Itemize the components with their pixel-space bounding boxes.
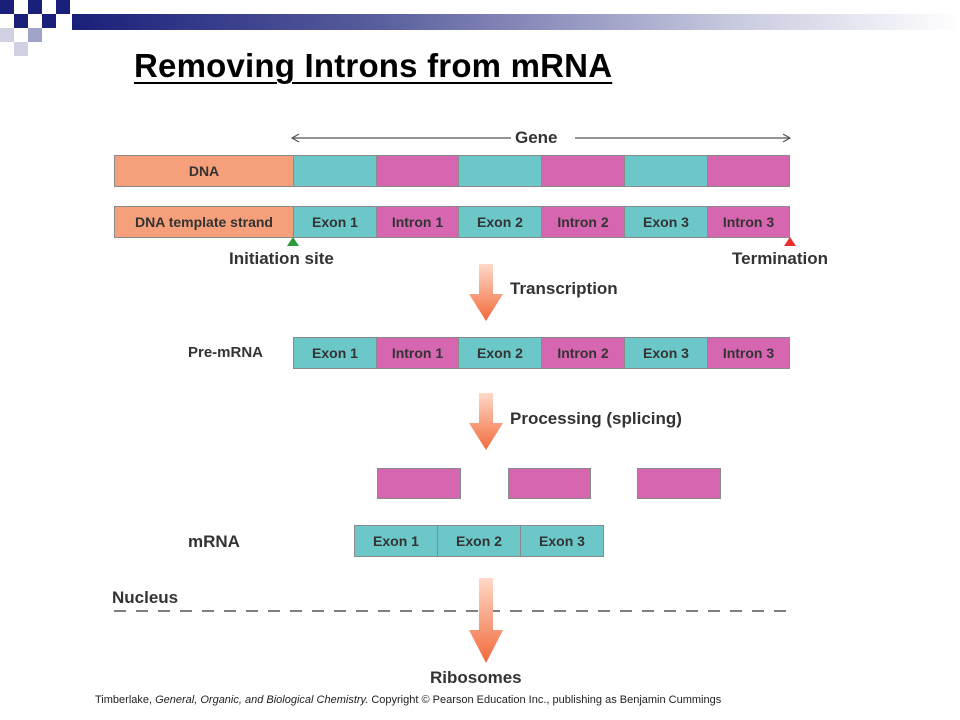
dna-segment-4 — [541, 155, 625, 187]
premrna-label: Pre-mRNA — [188, 344, 264, 361]
mrna-exon-2: Exon 2 — [437, 525, 521, 557]
premrna-exon-1: Exon 1 — [293, 337, 377, 369]
dna-segment-1 — [293, 155, 377, 187]
template-exon-2: Exon 2 — [458, 206, 542, 238]
termination-label: Termination — [732, 249, 829, 268]
export-arrow-icon — [469, 578, 503, 663]
premrna-intron-3: Intron 3 — [707, 337, 790, 369]
removed-intron-3 — [637, 468, 721, 499]
nucleus-boundary-line — [114, 610, 794, 612]
processing-arrow-icon — [469, 393, 503, 450]
initiation-marker-icon — [287, 237, 299, 246]
template-region: DNA template strand — [114, 206, 294, 238]
premrna-exon-3: Exon 3 — [624, 337, 708, 369]
mrna-exon-3: Exon 3 — [520, 525, 604, 557]
initiation-label: Initiation site — [229, 249, 334, 268]
template-intron-2: Intron 2 — [541, 206, 625, 238]
dna-segment-5 — [624, 155, 708, 187]
template-intron-3: Intron 3 — [707, 206, 790, 238]
dna-segment-2 — [376, 155, 459, 187]
header-gradient-bar — [0, 0, 960, 56]
mrna-label: mRNA — [188, 532, 240, 551]
dna-region: DNA — [114, 155, 294, 187]
removed-intron-2 — [508, 468, 591, 499]
nucleus-label: Nucleus — [112, 588, 179, 607]
processing-label: Processing (splicing) — [510, 409, 682, 428]
credit-book: General, Organic, and Biological Chemist… — [155, 694, 369, 706]
dna-segment-6 — [707, 155, 790, 187]
credit-rest: Copyright © Pearson Education Inc., publ… — [368, 694, 722, 706]
template-exon-3: Exon 3 — [624, 206, 708, 238]
credit-author: Timberlake, — [95, 694, 156, 706]
gene-label: Gene — [515, 128, 558, 147]
template-intron-1: Intron 1 — [376, 206, 459, 238]
premrna-exon-2: Exon 2 — [458, 337, 542, 369]
termination-marker-icon — [784, 237, 796, 246]
gene-span-arrow — [290, 133, 792, 143]
transcription-arrow-icon — [469, 264, 503, 321]
ribosomes-label: Ribosomes — [430, 668, 522, 687]
premrna-intron-2: Intron 2 — [541, 337, 625, 369]
page-title: Removing Introns from mRNA — [134, 47, 613, 84]
template-exon-1: Exon 1 — [293, 206, 377, 238]
premrna-intron-1: Intron 1 — [376, 337, 459, 369]
dna-segment-3 — [458, 155, 542, 187]
transcription-label: Transcription — [510, 279, 618, 298]
credit-line: Timberlake, General, Organic, and Biolog… — [95, 694, 721, 706]
mrna-exon-1: Exon 1 — [354, 525, 438, 557]
removed-intron-1 — [377, 468, 461, 499]
